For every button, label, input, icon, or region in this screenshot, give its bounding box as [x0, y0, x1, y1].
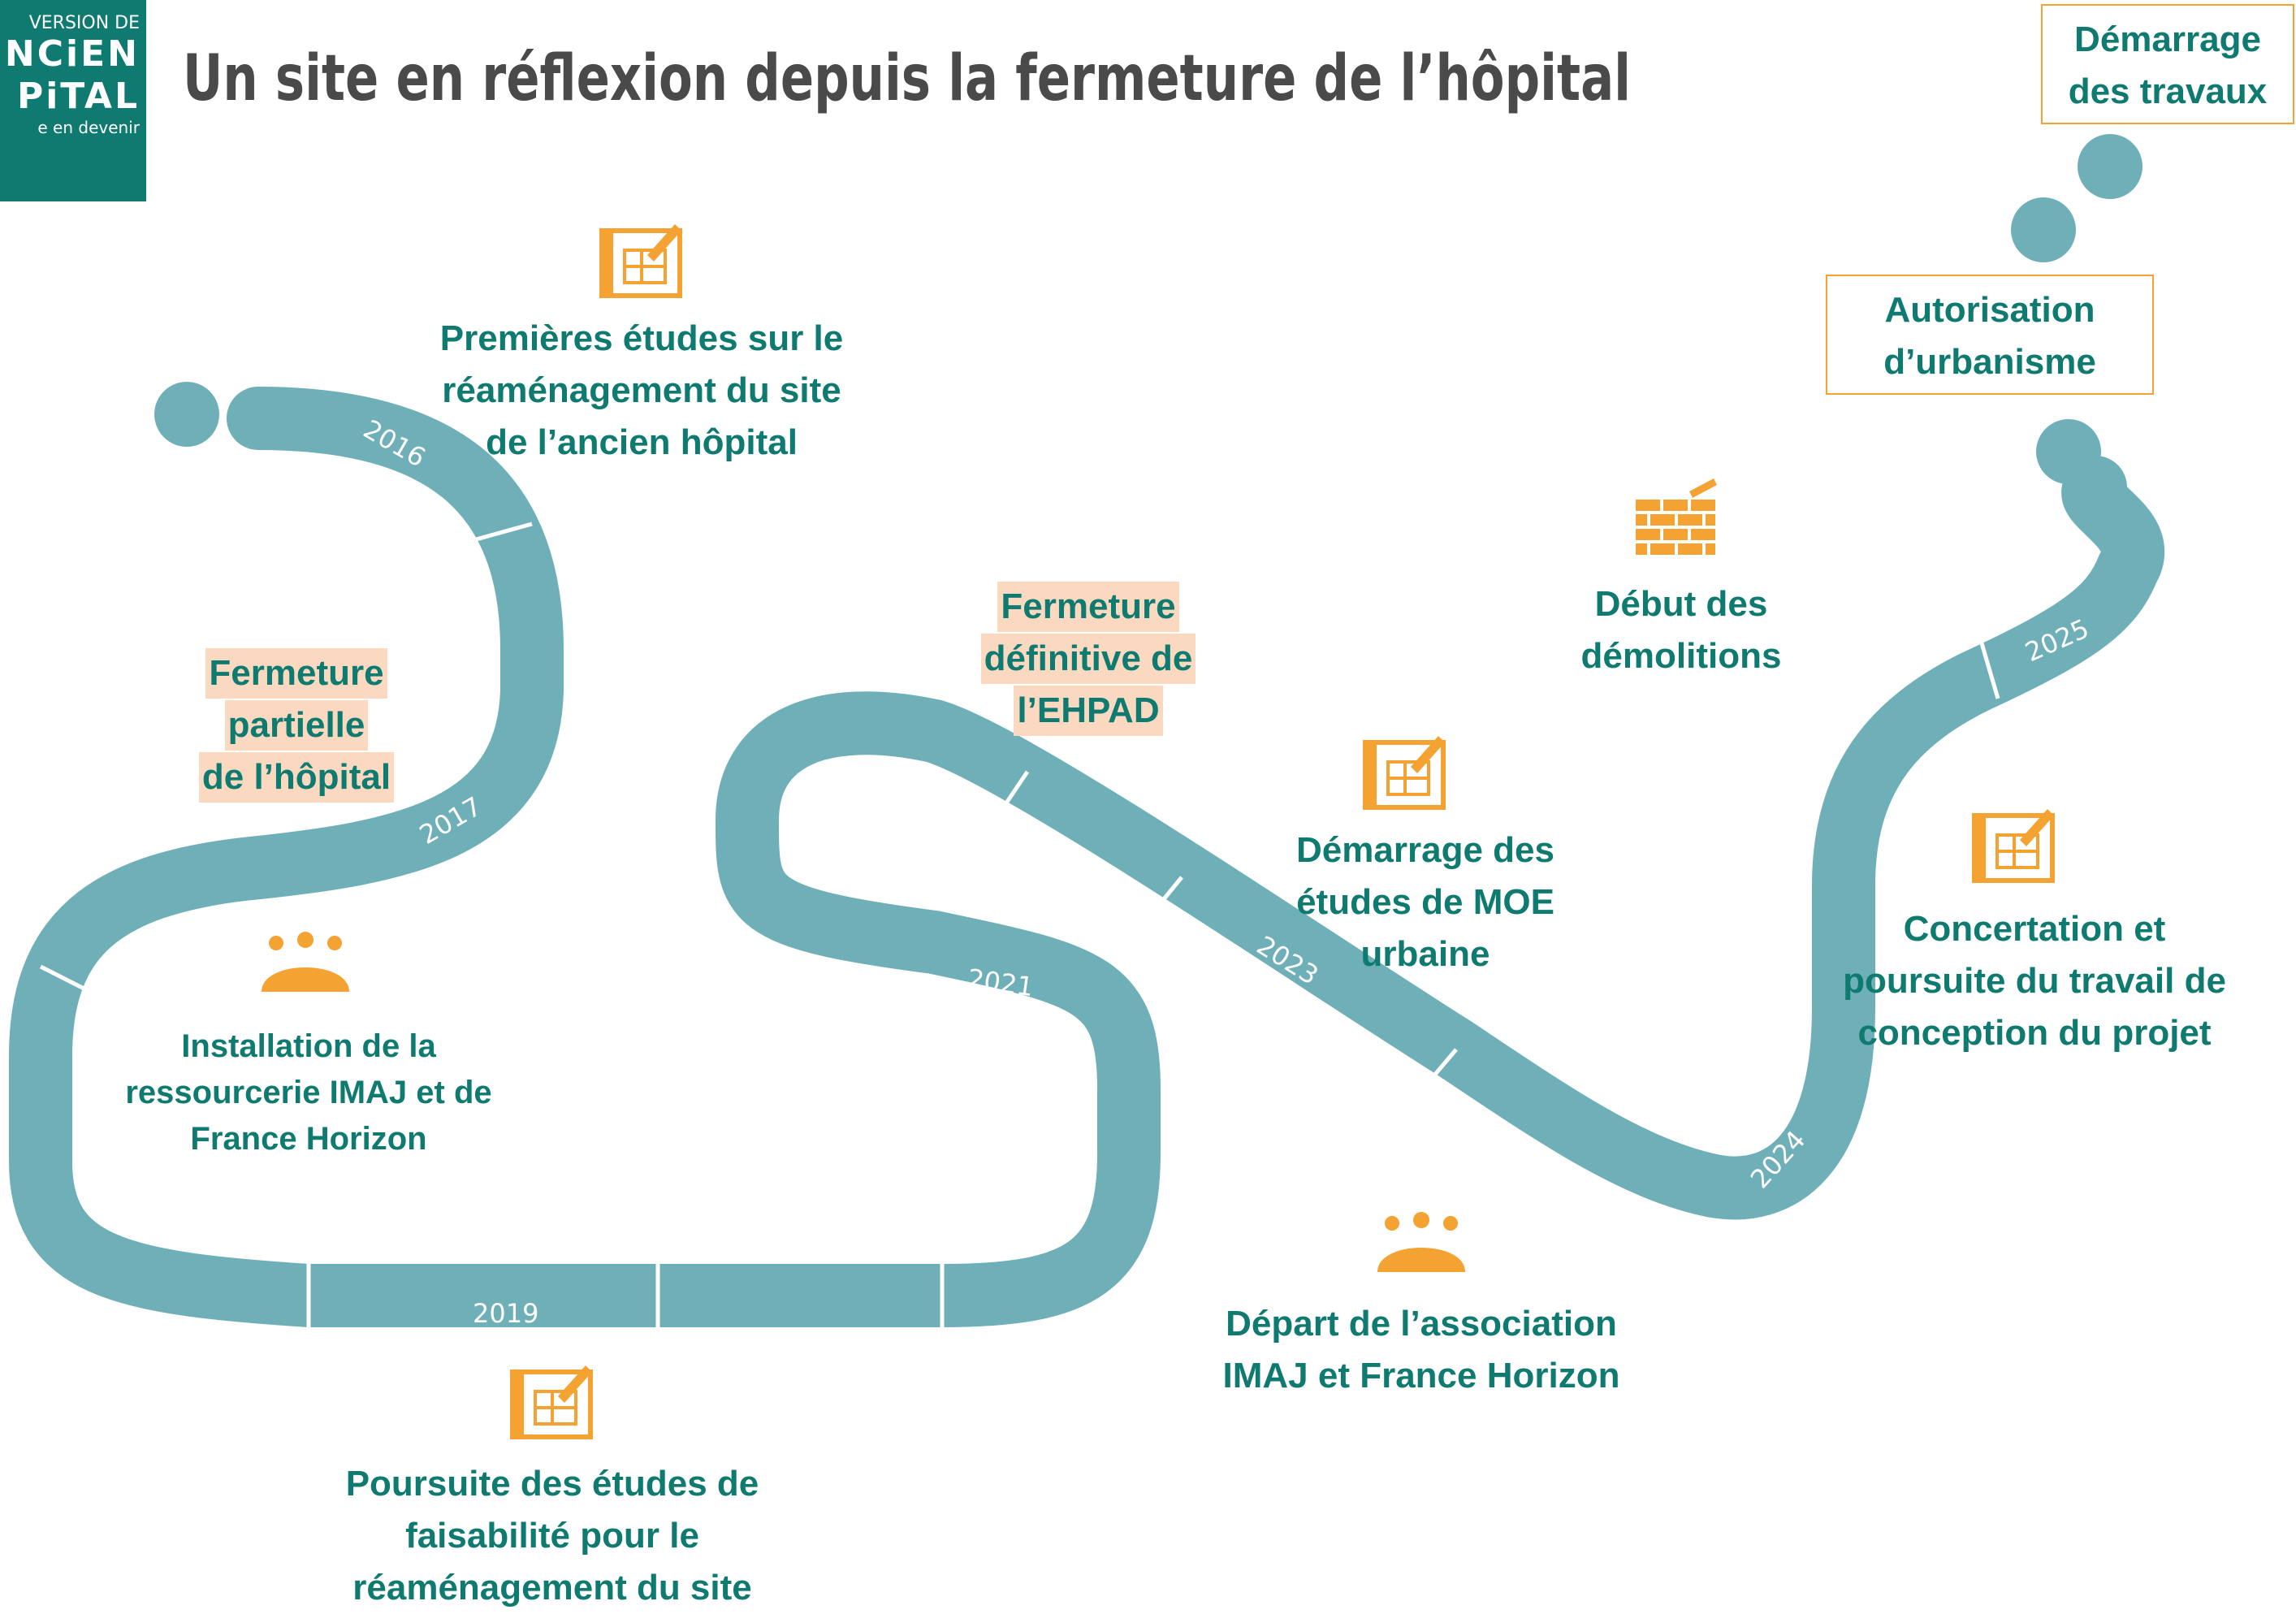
step-circle-1: [2036, 419, 2101, 484]
group-icon: [262, 932, 349, 992]
group-icon: [1377, 1212, 1465, 1272]
logo: VERSION DE NCiEN PiTAL e en devenir: [0, 0, 146, 201]
step-circle-2: [2011, 197, 2076, 262]
plan-icon: [1363, 736, 1446, 810]
plan-icon: [599, 224, 682, 298]
step-circle-3: [2078, 134, 2143, 199]
road-separators: [39, 521, 2000, 1328]
brick-wall-icon: [1636, 478, 1717, 555]
road-path: [9, 387, 2164, 1327]
year-2019: 2019: [473, 1298, 538, 1329]
plan-icon: [1972, 809, 2055, 883]
page-title: Un site en réflexion depuis la fermeture…: [183, 42, 1631, 115]
plan-icon: [510, 1365, 593, 1439]
start-circle: [154, 382, 219, 447]
